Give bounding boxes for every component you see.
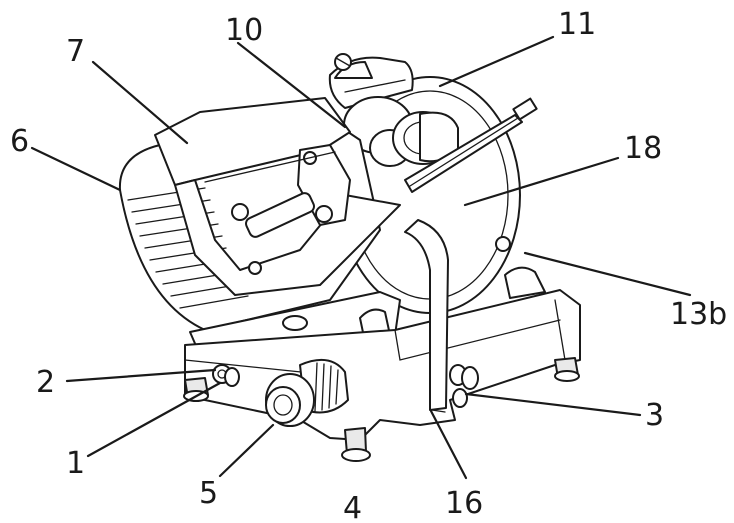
leader-5	[218, 423, 275, 478]
label-10: 10	[225, 13, 263, 48]
leader-6	[30, 146, 122, 192]
blade-guard-top	[328, 53, 414, 109]
leader-18	[463, 156, 620, 207]
label-7: 7	[66, 34, 85, 69]
leader-10	[236, 41, 347, 129]
label-3: 3	[645, 398, 664, 433]
side-knobs	[449, 364, 479, 408]
label-1: 1	[66, 446, 85, 481]
blade-arm	[404, 219, 449, 413]
leader-16	[429, 409, 468, 480]
label-13b: 13b	[670, 297, 727, 332]
leader-11	[438, 35, 555, 88]
leader-1	[86, 381, 222, 458]
leader-13b	[523, 251, 692, 297]
leader-lines	[30, 35, 692, 480]
control-switches	[212, 364, 240, 387]
label-18: 18	[624, 131, 662, 166]
food-pusher	[154, 97, 401, 296]
leader-7	[91, 60, 189, 145]
label-11: 11	[558, 7, 596, 42]
callout-labels: 10 7 6 11 18 13b 2 1 5 4 16 3	[10, 7, 727, 523]
leader-3	[464, 392, 642, 417]
blade-hub	[343, 96, 459, 167]
thickness-knob	[265, 358, 349, 427]
label-16: 16	[445, 486, 483, 521]
label-6: 6	[10, 124, 29, 159]
label-5: 5	[199, 476, 218, 511]
label-2: 2	[36, 365, 55, 400]
pusher-rod	[404, 97, 538, 193]
label-4: 4	[343, 491, 362, 523]
leader-2	[65, 368, 217, 383]
